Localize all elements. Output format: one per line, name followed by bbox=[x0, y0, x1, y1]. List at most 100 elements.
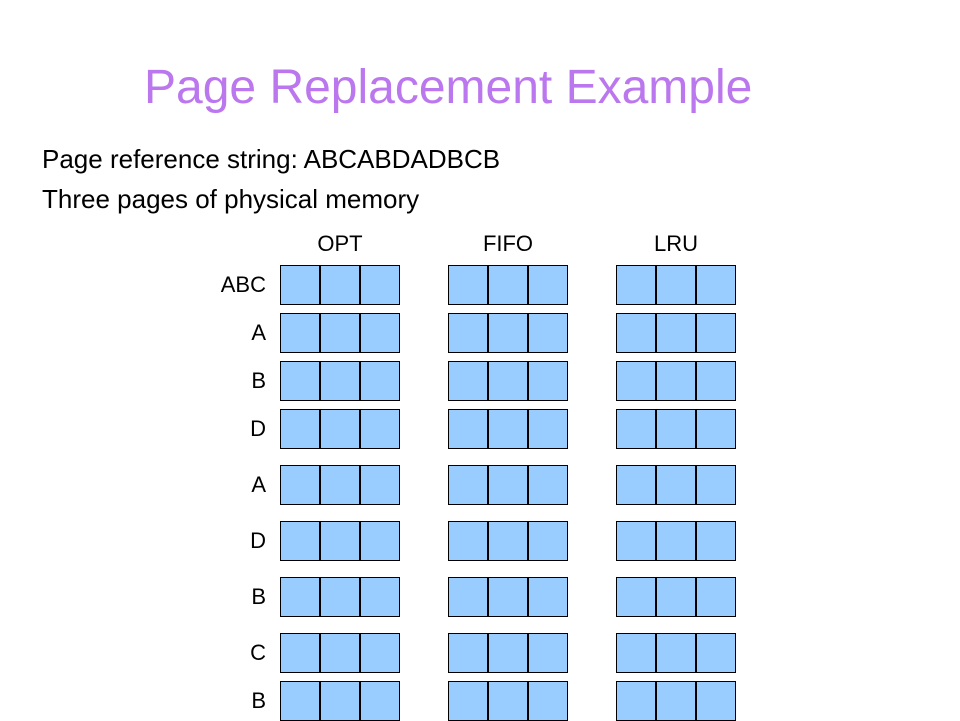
page-slot bbox=[281, 266, 321, 304]
memory-frame-lru bbox=[616, 681, 736, 721]
page-slot bbox=[617, 634, 657, 672]
page-slot bbox=[321, 634, 361, 672]
column-header-fifo: FIFO bbox=[482, 231, 534, 256]
page-slot bbox=[361, 578, 399, 616]
page-slot bbox=[361, 466, 399, 504]
memory-frame-opt bbox=[280, 465, 400, 505]
page-slot bbox=[489, 578, 529, 616]
page-slot bbox=[697, 266, 735, 304]
memory-frame-fifo bbox=[448, 409, 568, 449]
page-slot bbox=[489, 682, 529, 720]
reference-label: B bbox=[251, 584, 266, 609]
page-slot bbox=[489, 362, 529, 400]
page-slot bbox=[697, 410, 735, 448]
page-slot bbox=[657, 578, 697, 616]
reference-string-text: Page reference string: ABCABDADBCB bbox=[42, 144, 501, 174]
page-slot bbox=[281, 314, 321, 352]
reference-label: D bbox=[250, 528, 266, 553]
memory-frame-lru bbox=[616, 521, 736, 561]
reference-label: A bbox=[251, 320, 266, 345]
page-slot bbox=[529, 634, 567, 672]
page-slot bbox=[449, 410, 489, 448]
page-slot bbox=[657, 410, 697, 448]
slide-title: Page Replacement Example bbox=[144, 61, 753, 114]
reference-label: D bbox=[250, 416, 266, 441]
page-slot bbox=[657, 682, 697, 720]
memory-frame-lru bbox=[616, 313, 736, 353]
memory-frame-lru bbox=[616, 633, 736, 673]
page-slot bbox=[489, 522, 529, 560]
page-slot bbox=[529, 682, 567, 720]
page-slot bbox=[489, 466, 529, 504]
memory-frame-fifo bbox=[448, 361, 568, 401]
page-slot bbox=[697, 314, 735, 352]
memory-frame-lru bbox=[616, 265, 736, 305]
memory-frame-opt bbox=[280, 681, 400, 721]
page-slot bbox=[697, 522, 735, 560]
page-slot bbox=[617, 522, 657, 560]
page-slot bbox=[529, 314, 567, 352]
page-slot bbox=[657, 362, 697, 400]
page-slot bbox=[617, 410, 657, 448]
memory-frame-fifo bbox=[448, 577, 568, 617]
page-slot bbox=[697, 466, 735, 504]
page-slot bbox=[617, 466, 657, 504]
page-slot bbox=[449, 682, 489, 720]
memory-frame-lru bbox=[616, 361, 736, 401]
page-slot bbox=[529, 362, 567, 400]
page-slot bbox=[449, 522, 489, 560]
page-slot bbox=[529, 266, 567, 304]
page-slot bbox=[617, 362, 657, 400]
page-slot bbox=[697, 578, 735, 616]
memory-frame-opt bbox=[280, 633, 400, 673]
page-slot bbox=[321, 682, 361, 720]
column-header-lru: LRU bbox=[653, 231, 698, 256]
memory-frame-fifo bbox=[448, 633, 568, 673]
page-slot bbox=[361, 410, 399, 448]
memory-frame-fifo bbox=[448, 465, 568, 505]
page-slot bbox=[489, 410, 529, 448]
page-slot bbox=[449, 266, 489, 304]
page-slot bbox=[321, 266, 361, 304]
page-slot bbox=[321, 362, 361, 400]
memory-frame-opt bbox=[280, 265, 400, 305]
page-slot bbox=[361, 314, 399, 352]
memory-frame-fifo bbox=[448, 681, 568, 721]
page-slot bbox=[361, 522, 399, 560]
reference-label: B bbox=[251, 688, 266, 713]
memory-frame-opt bbox=[280, 409, 400, 449]
page-slot bbox=[281, 634, 321, 672]
page-slot bbox=[617, 314, 657, 352]
page-slot bbox=[489, 634, 529, 672]
memory-frame-lru bbox=[616, 577, 736, 617]
page-slot bbox=[281, 578, 321, 616]
reference-label: B bbox=[251, 368, 266, 393]
page-slot bbox=[657, 314, 697, 352]
page-slot bbox=[321, 578, 361, 616]
page-slot bbox=[449, 362, 489, 400]
page-slot bbox=[529, 466, 567, 504]
page-slot bbox=[657, 634, 697, 672]
memory-frame-lru bbox=[616, 409, 736, 449]
page-slot bbox=[281, 466, 321, 504]
page-slot bbox=[361, 266, 399, 304]
page-slot bbox=[529, 522, 567, 560]
page-slot bbox=[321, 410, 361, 448]
page-slot bbox=[361, 362, 399, 400]
column-header-opt: OPT bbox=[317, 231, 363, 256]
page-slot bbox=[281, 410, 321, 448]
page-slot bbox=[281, 682, 321, 720]
page-slot bbox=[657, 466, 697, 504]
page-slot bbox=[489, 314, 529, 352]
page-slot bbox=[489, 266, 529, 304]
page-slot bbox=[321, 466, 361, 504]
page-slot bbox=[449, 578, 489, 616]
memory-frame-opt bbox=[280, 313, 400, 353]
memory-frame-opt bbox=[280, 361, 400, 401]
page-slot bbox=[529, 578, 567, 616]
memory-pages-text: Three pages of physical memory bbox=[42, 184, 420, 214]
page-slot bbox=[449, 634, 489, 672]
memory-frame-opt bbox=[280, 521, 400, 561]
page-slot bbox=[321, 522, 361, 560]
memory-frame-lru bbox=[616, 465, 736, 505]
